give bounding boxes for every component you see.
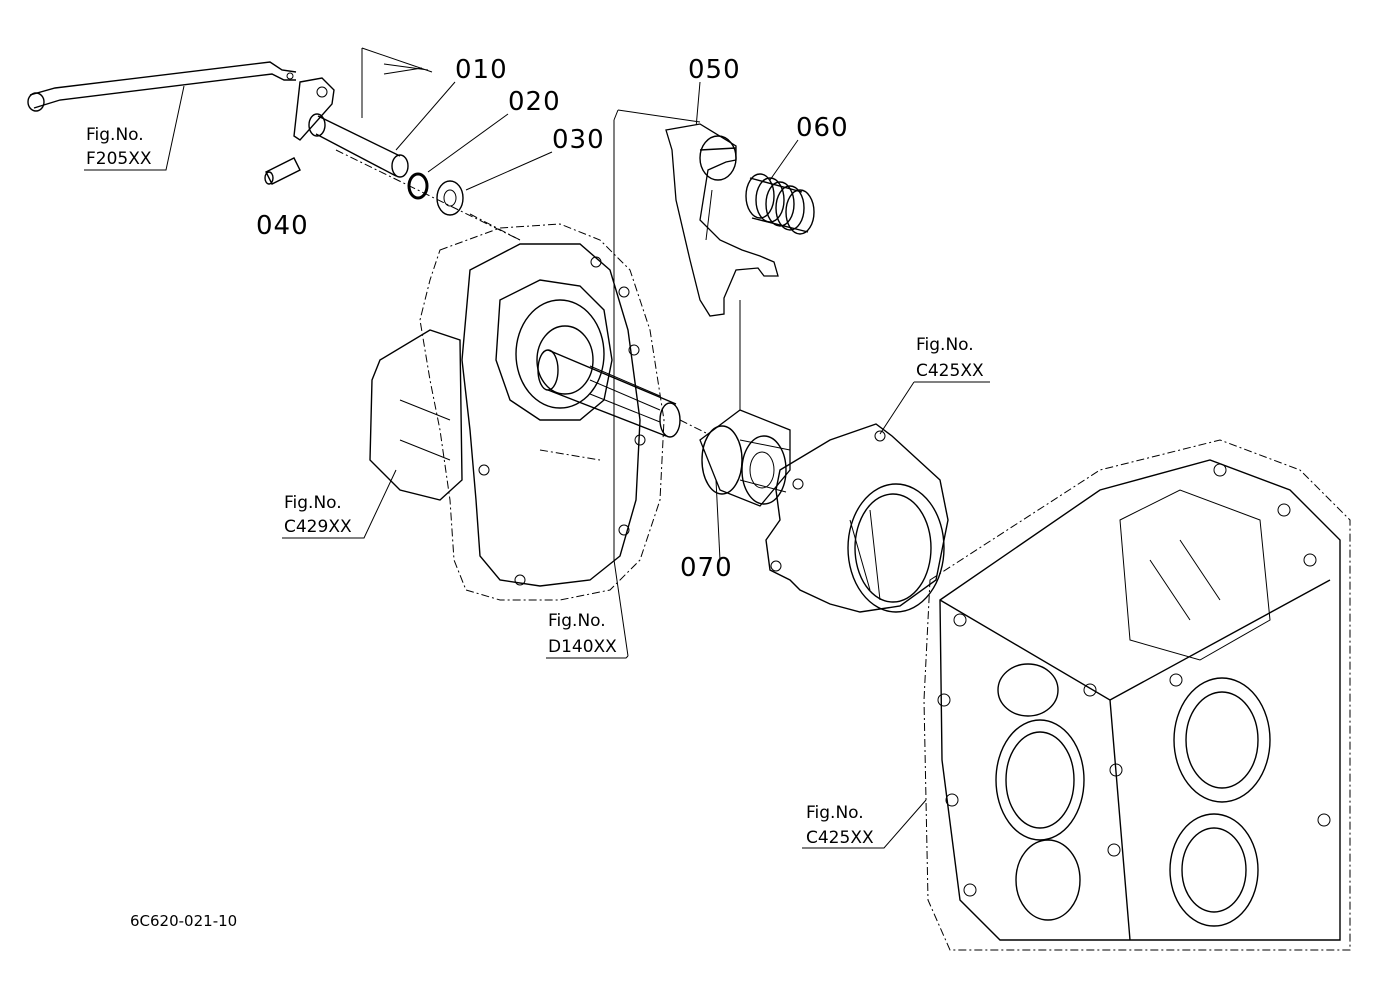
fig-ref-c425-upper-code: C425XX — [916, 361, 984, 381]
coupling-070-drawing — [699, 409, 791, 507]
part-label-060: 060 — [796, 113, 849, 143]
fig-ref-c425-lower-title: Fig.No. — [806, 803, 864, 823]
fig-ref-c425-upper-title: Fig.No. — [916, 335, 974, 355]
part-label-070: 070 — [680, 553, 733, 583]
washer-030-drawing — [436, 180, 464, 216]
shaft-010-drawing — [293, 47, 433, 178]
spring-060-drawing — [745, 173, 815, 235]
sleeve-housing-drawing — [765, 423, 949, 613]
part-label-010: 010 — [455, 55, 508, 85]
fig-ref-d140-code: D140XX — [548, 637, 617, 657]
part-label-040: 040 — [256, 211, 309, 241]
fig-ref-d140-title: Fig.No. — [548, 611, 606, 631]
part-label-030: 030 — [552, 125, 605, 155]
fig-ref-c425-lower-code: C425XX — [806, 828, 874, 848]
fig-ref-f205-code: F205XX — [86, 149, 152, 169]
part-label-020: 020 — [508, 87, 561, 117]
shift-rod-drawing — [27, 61, 297, 112]
pin-040-drawing — [264, 157, 301, 185]
splined-shaft-drawing — [537, 349, 681, 438]
fig-ref-f205-title: Fig.No. — [86, 125, 144, 145]
diagram-code: 6C620-021-10 — [130, 912, 237, 930]
o-ring-020-drawing — [407, 172, 429, 200]
fig-ref-c429-code: C429XX — [284, 517, 352, 537]
gear-housing-drawing — [369, 223, 665, 601]
transmission-case-drawing — [923, 439, 1351, 951]
part-label-050: 050 — [688, 55, 741, 85]
shift-fork-050-drawing — [665, 123, 779, 317]
fig-ref-c429-title: Fig.No. — [284, 493, 342, 513]
